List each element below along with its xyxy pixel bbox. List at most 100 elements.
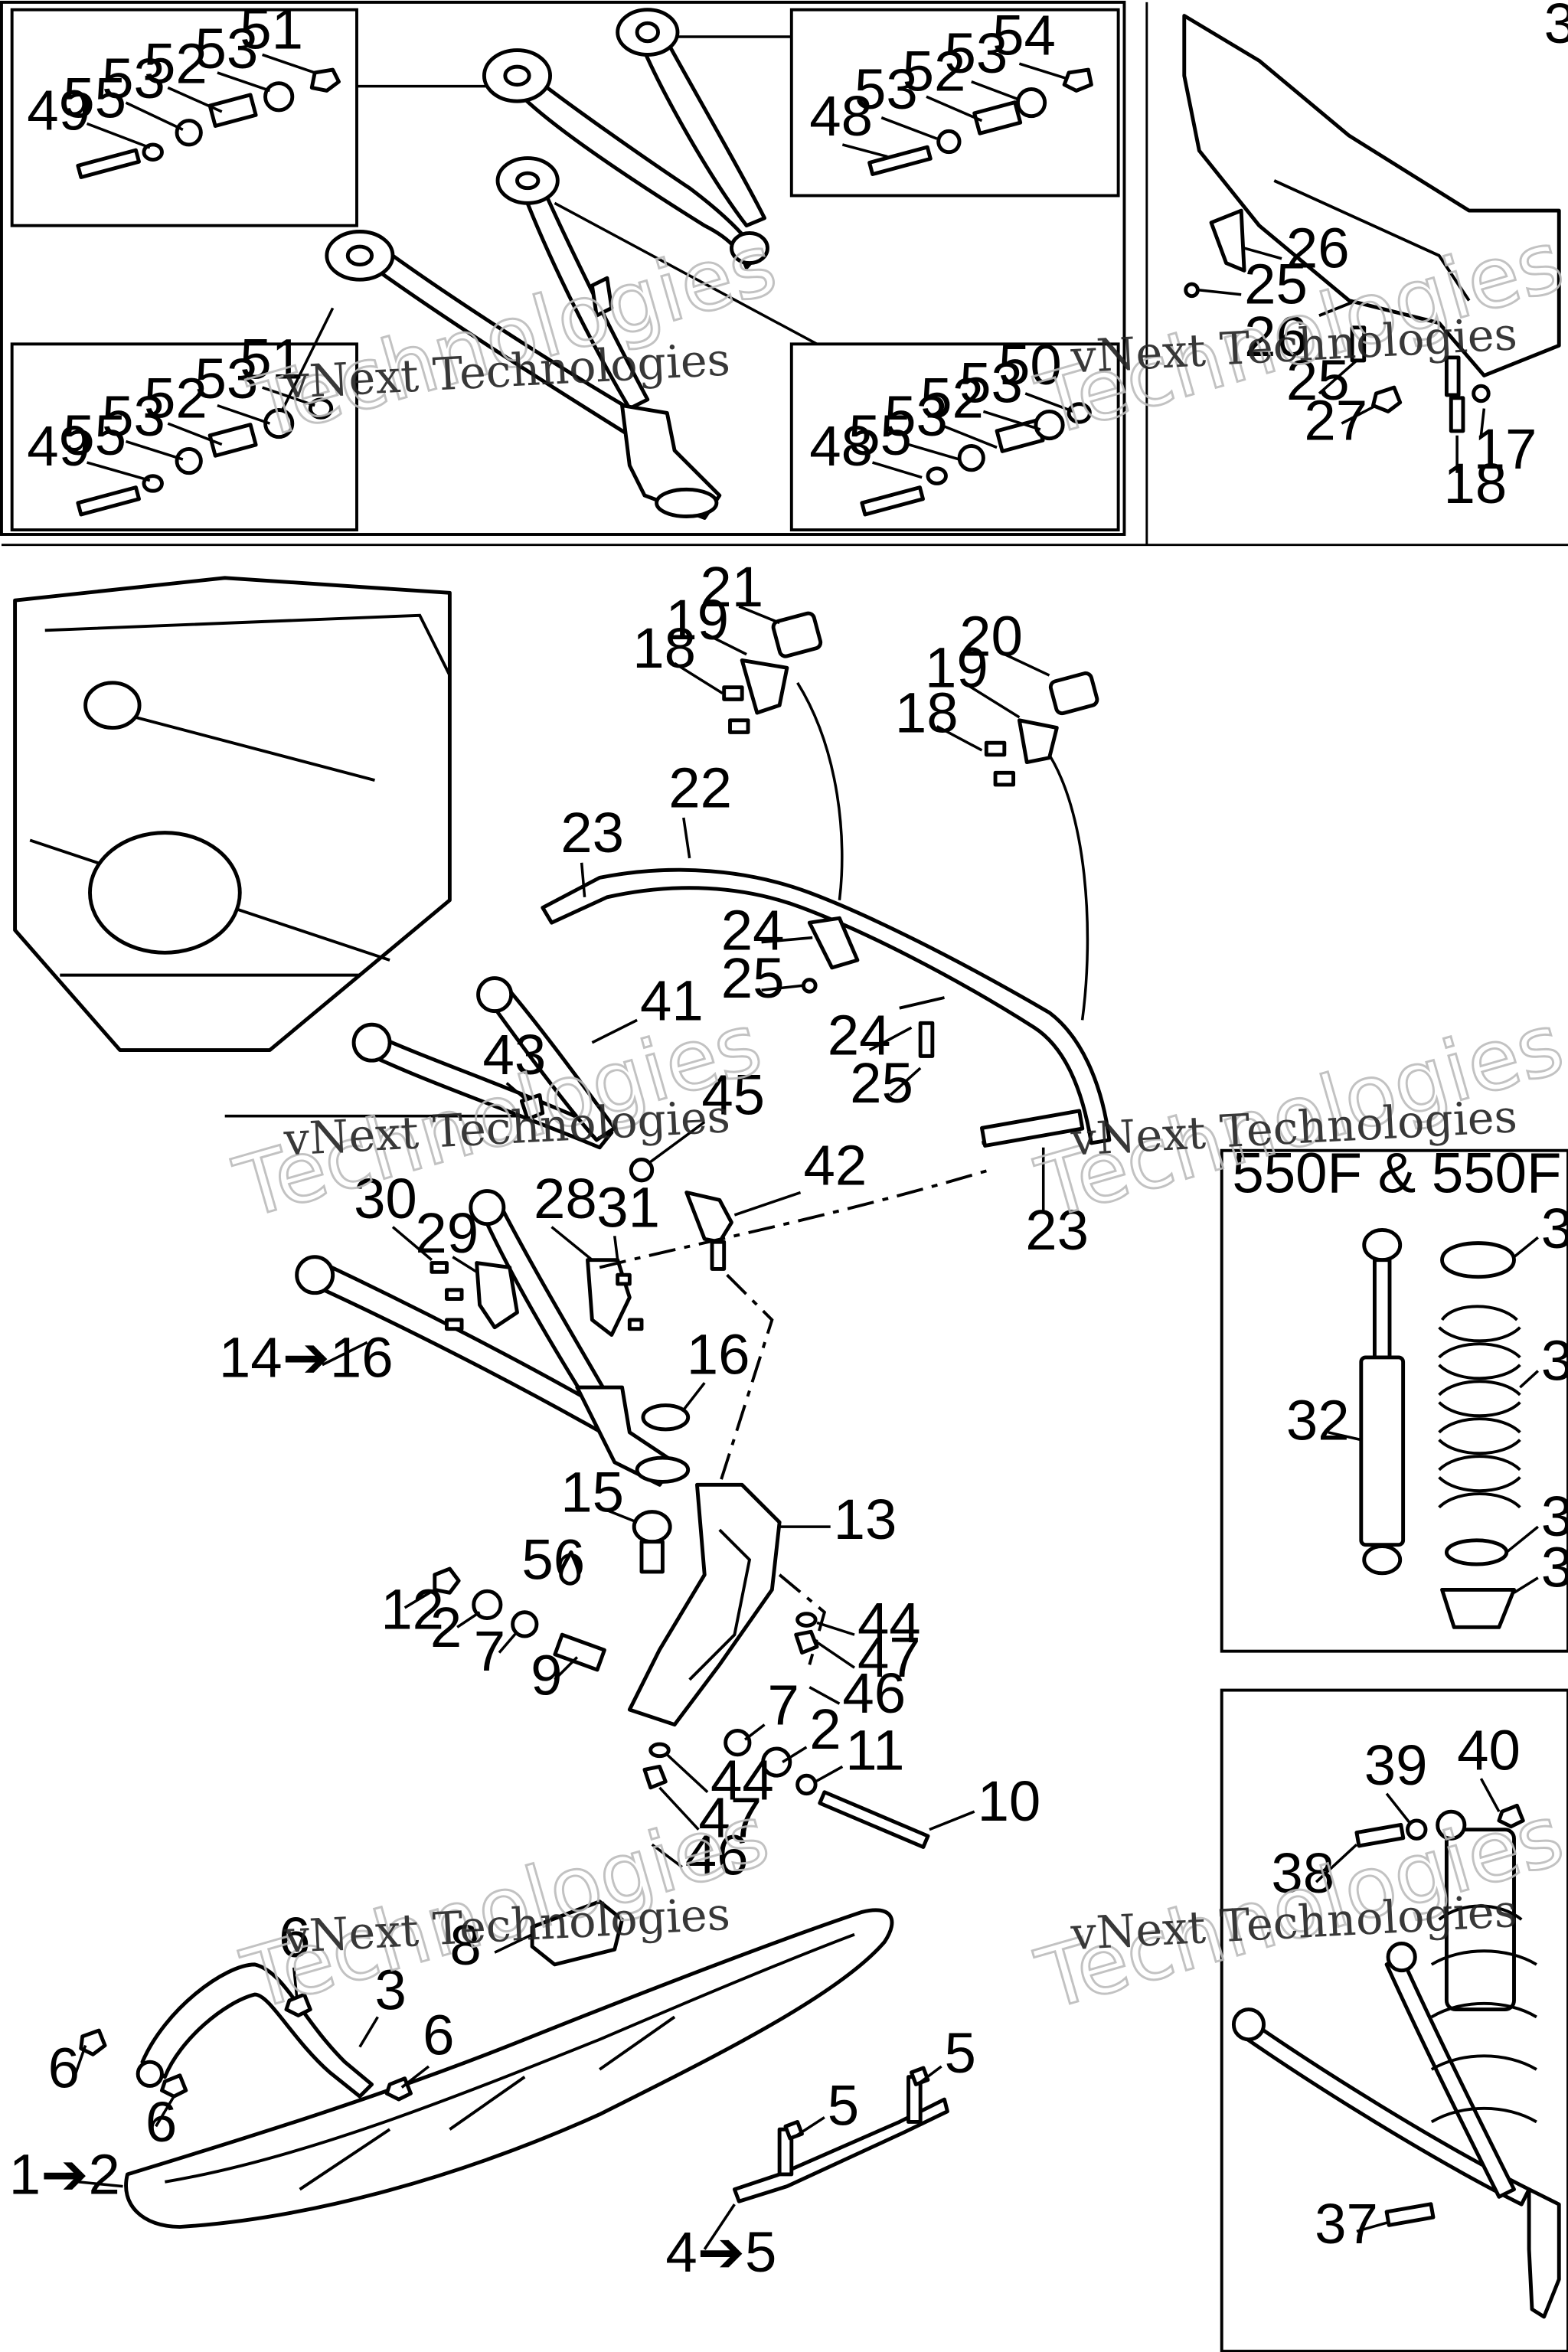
callout-16: 16 bbox=[687, 1322, 750, 1386]
callout-31: 31 bbox=[596, 1176, 660, 1240]
callout-37: 37 bbox=[1315, 2192, 1378, 2256]
callout-53b: 53 bbox=[102, 384, 165, 448]
callout-19b: 19 bbox=[925, 636, 988, 700]
callout-54: 54 bbox=[992, 3, 1056, 67]
callout-46b: 46 bbox=[685, 1823, 749, 1886]
callout-48: 48 bbox=[809, 414, 873, 478]
detail-box-bl bbox=[10, 342, 358, 532]
callout-9: 9 bbox=[531, 1643, 562, 1707]
callout-34: 34 bbox=[1541, 1328, 1568, 1392]
callout-52: 52 bbox=[144, 366, 207, 430]
callout-55: 55 bbox=[63, 67, 126, 130]
chassis-frame bbox=[13, 576, 452, 1052]
callout-26: 26 bbox=[1286, 216, 1350, 279]
callout-47b: 47 bbox=[698, 1785, 762, 1849]
bolt-stack-tl bbox=[76, 67, 341, 179]
callout-2b: 2 bbox=[809, 1697, 841, 1761]
bolt-stack-bl bbox=[76, 397, 334, 517]
callout-44: 44 bbox=[858, 1591, 921, 1655]
callout-7b: 7 bbox=[767, 1674, 799, 1737]
callout-53: 53 bbox=[944, 21, 1008, 85]
callouts-upper-arm: 41 43 45 42 bbox=[482, 969, 867, 1217]
callout-25: 25 bbox=[721, 946, 785, 1010]
callout-49: 49 bbox=[27, 78, 90, 142]
callout-52: 52 bbox=[903, 39, 966, 103]
callout-53b: 53 bbox=[102, 47, 165, 110]
callout-46: 46 bbox=[842, 1661, 906, 1725]
callout-53b: 53 bbox=[854, 57, 918, 121]
callout-3: 3 bbox=[374, 1958, 406, 2022]
callout-24b: 24 bbox=[828, 1003, 891, 1067]
bolt-stack-tr bbox=[867, 67, 1093, 177]
detail-box-tl bbox=[10, 8, 358, 227]
callout-18b: 18 bbox=[895, 681, 959, 744]
callout-2: 2 bbox=[430, 1596, 462, 1659]
callouts-lower-arm: 30 28 29 31 14➔16 16 15 13 bbox=[219, 1167, 897, 1551]
callout-26b: 26 bbox=[1244, 305, 1308, 368]
ski bbox=[79, 1900, 949, 2229]
callout-43: 43 bbox=[482, 1023, 546, 1086]
callout-39: 39 bbox=[1364, 1733, 1428, 1797]
oil-drop-icon bbox=[559, 1550, 581, 1586]
callout-27: 27 bbox=[1304, 389, 1367, 452]
callout-41: 41 bbox=[640, 969, 704, 1032]
shock-parts-variant: 550F & 550F bbox=[1232, 1142, 1562, 1629]
callout-55: 55 bbox=[848, 403, 912, 467]
callout-14-16: 14➔16 bbox=[219, 1325, 394, 1389]
a-arm-detail bbox=[268, 8, 818, 520]
callout-23b: 23 bbox=[1025, 1198, 1089, 1262]
callouts-tr: 54 53 52 53 48 bbox=[809, 3, 1068, 158]
callout-50: 50 bbox=[998, 333, 1062, 397]
callout-55: 55 bbox=[63, 403, 126, 467]
callout-6: 6 bbox=[279, 1906, 310, 1969]
callouts-tl: 51 53 52 53 55 49 bbox=[27, 0, 315, 149]
callout-12: 12 bbox=[381, 1577, 444, 1641]
callout-44b: 44 bbox=[710, 1749, 774, 1812]
callout-5: 5 bbox=[828, 2073, 859, 2137]
shock-assembly bbox=[1231, 1803, 1561, 2319]
callout-28: 28 bbox=[534, 1167, 597, 1230]
lower-a-arm bbox=[295, 1168, 990, 1487]
callout-22: 22 bbox=[668, 756, 732, 819]
callout-13: 13 bbox=[834, 1488, 897, 1551]
callout-40: 40 bbox=[1457, 1718, 1521, 1782]
callout-18: 18 bbox=[1443, 452, 1507, 515]
callout-3: 3 bbox=[1544, 0, 1568, 55]
callouts-spindle: 56 12 2 7 9 44 47 46 7 2 11 44 47 46 10 bbox=[381, 1528, 1040, 1887]
callout-47: 47 bbox=[858, 1625, 921, 1689]
callout-8: 8 bbox=[449, 1913, 481, 1977]
callout-36: 36 bbox=[1541, 1197, 1568, 1260]
callout-21: 21 bbox=[700, 555, 763, 619]
callout-42: 42 bbox=[803, 1134, 867, 1197]
bumper-bracket bbox=[1182, 14, 1561, 433]
shock-box bbox=[1220, 1688, 1568, 2352]
callouts-shock-assy: 39 40 38 37 bbox=[1271, 1718, 1521, 2256]
callout-23: 23 bbox=[560, 801, 624, 864]
upper-a-arm bbox=[224, 976, 733, 1271]
callout-4-5: 4➔5 bbox=[665, 2220, 776, 2284]
callouts-bl: 51 53 52 53 55 49 bbox=[27, 327, 315, 482]
callout-1-2: 1➔2 bbox=[9, 2142, 120, 2206]
callout-24: 24 bbox=[721, 898, 785, 962]
callout-52: 52 bbox=[144, 32, 207, 96]
callout-48: 48 bbox=[809, 84, 873, 148]
variant-title: 550F & 550F bbox=[1232, 1142, 1561, 1205]
callout-11: 11 bbox=[845, 1718, 904, 1782]
callouts-upper-right: 3 26 25 26 25 27 17 18 bbox=[1199, 0, 1568, 515]
callout-51: 51 bbox=[240, 327, 303, 390]
callout-35: 35 bbox=[1541, 1485, 1568, 1548]
callouts-sway-bar: 21 19 18 20 19 18 22 23 24 25 24 25 23 bbox=[560, 555, 1089, 1262]
sway-bar-assembly bbox=[541, 611, 1112, 1148]
callout-33: 33 bbox=[1541, 1535, 1568, 1599]
callouts-shock-box: 36 34 32 35 33 bbox=[1286, 1197, 1568, 1599]
callout-53: 53 bbox=[195, 17, 259, 80]
callouts-ski: 8 6 3 6 6 6 1➔2 5 5 4➔5 bbox=[9, 1906, 976, 2284]
callout-5b: 5 bbox=[944, 2021, 975, 2085]
callout-49: 49 bbox=[27, 414, 90, 478]
callout-45: 45 bbox=[701, 1063, 765, 1127]
callout-17: 17 bbox=[1474, 417, 1537, 481]
callout-53: 53 bbox=[959, 351, 1023, 415]
callout-6c: 6 bbox=[48, 2036, 80, 2099]
